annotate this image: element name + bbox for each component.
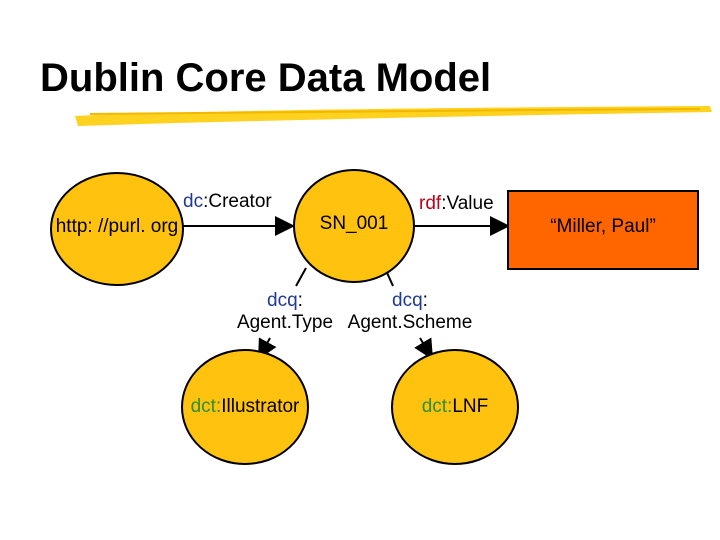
node-lnf <box>391 349 519 465</box>
node-miller <box>507 190 699 270</box>
node-label-lnf: dct:LNF <box>421 396 489 417</box>
edge-label-value: rdf:Value <box>419 193 494 214</box>
edge-label-agent-scheme: dcq: Agent.Scheme <box>347 290 473 333</box>
node-illustrator <box>181 349 309 465</box>
node-label-miller: “Miller, Paul” <box>550 216 656 237</box>
node-label-sn001: SN_001 <box>319 213 389 234</box>
edge-agent-type-top <box>295 267 307 287</box>
node-label-purl: http: //purl. org <box>55 216 179 237</box>
title-underline <box>75 106 712 126</box>
edge-label-agent-type: dcq: Agent.Type <box>236 290 334 333</box>
slide-title: Dublin Core Data Model <box>40 56 492 100</box>
node-purl <box>50 172 184 286</box>
node-sn001 <box>293 169 415 283</box>
node-label-illustrator: dct:Illustrator <box>190 396 300 417</box>
edge-label-creator: dc:Creator <box>183 191 272 212</box>
